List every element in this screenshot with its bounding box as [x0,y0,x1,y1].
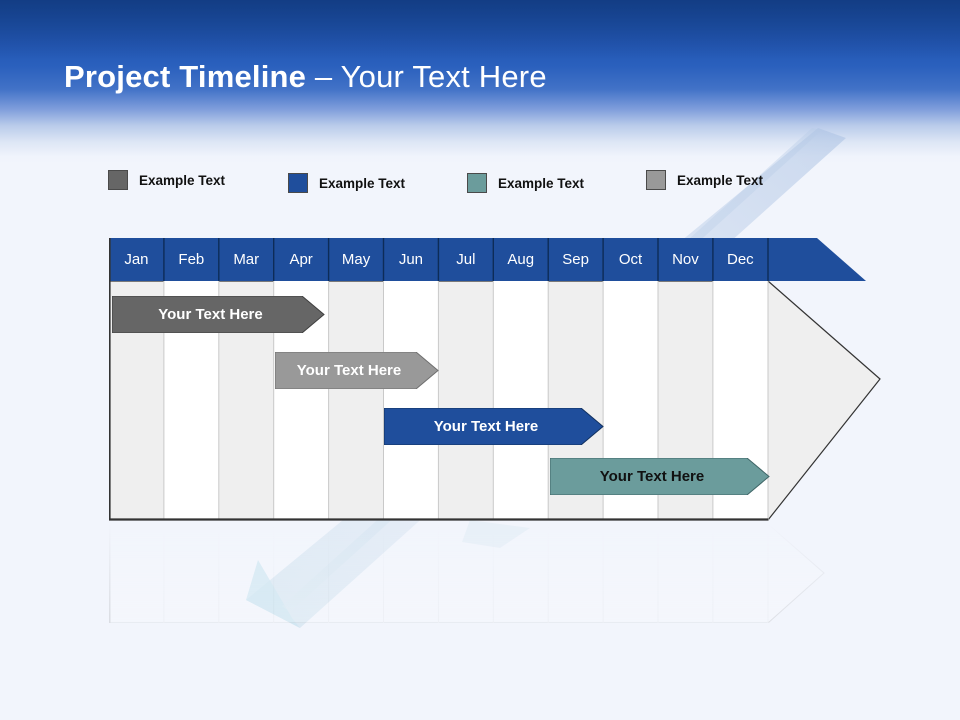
task-bar-4[interactable]: Your Text Here [549,457,770,496]
month-header-feb[interactable]: Feb [178,251,205,268]
legend-swatch-icon [467,173,487,193]
month-header-oct[interactable]: Oct [618,251,643,268]
legend-item-label: Example Text [498,175,585,191]
task-bar-2[interactable]: Your Text Here [274,351,439,390]
task-bar-3-shape [383,407,604,446]
month-header-dividers [163,238,769,281]
page-title-light: Your Text Here [340,59,547,94]
legend-item-label: Example Text [139,172,226,188]
legend-swatch-icon [108,170,128,190]
month-header-nov[interactable]: Nov [672,251,699,268]
legend-item-label: Example Text [319,175,406,191]
legend-item-2[interactable]: Example Text [288,173,405,193]
month-header-jul[interactable]: Jul [456,251,476,268]
timeline-chart: Jan Feb Mar Apr May Jun Jul Aug Sep Oct … [109,238,881,522]
chart-reflection-shape [109,523,825,623]
month-header-jun[interactable]: Jun [398,251,424,268]
legend-swatch-icon [646,170,666,190]
month-header-band [109,238,866,281]
legend-swatch-icon [288,173,308,193]
legend-item-1[interactable]: Example Text [108,170,225,190]
task-bar-1-shape [111,295,325,334]
task-bar-3[interactable]: Your Text Here [383,407,604,446]
legend-item-label: Example Text [677,172,764,188]
task-bar-1[interactable]: Your Text Here [111,295,325,334]
month-header-dec[interactable]: Dec [726,251,754,268]
chart-reflection [109,523,881,623]
month-header-apr[interactable]: Apr [289,251,313,268]
page-title: Project Timeline – Your Text Here [64,59,547,95]
legend-item-4[interactable]: Example Text [646,170,763,190]
month-header-jan[interactable]: Jan [124,251,149,268]
month-header-may[interactable]: May [341,251,371,268]
legend-item-3[interactable]: Example Text [467,173,584,193]
task-bar-4-shape [549,457,770,496]
page-title-strong: Project Timeline [64,59,307,94]
month-header-mar[interactable]: Mar [233,251,260,268]
page-title-separator: – [306,59,341,94]
banner-sheen [0,0,960,60]
chart-frame [109,238,768,521]
month-header-sep[interactable]: Sep [562,251,589,268]
month-header-aug[interactable]: Aug [507,251,535,268]
task-bar-2-shape [274,351,439,390]
